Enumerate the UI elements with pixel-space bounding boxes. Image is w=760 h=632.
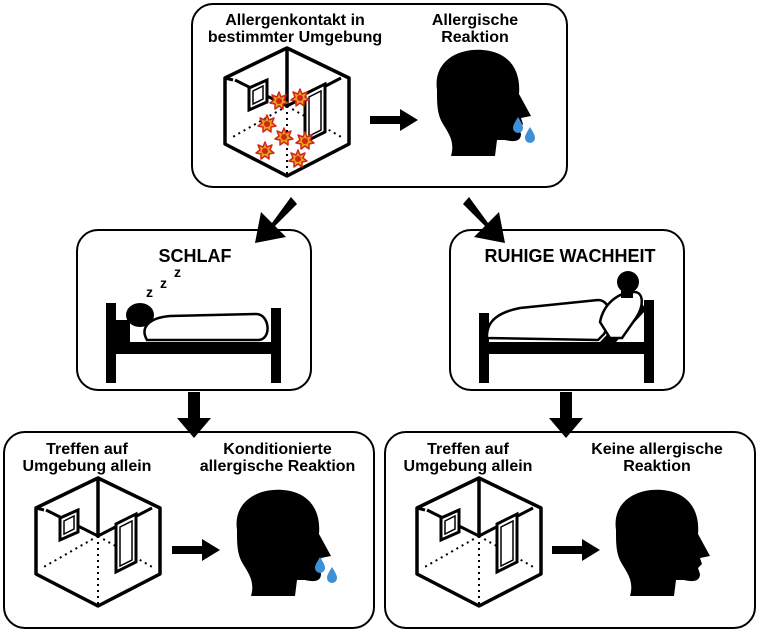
top-right-caption: Allergische Reaktion xyxy=(431,12,519,46)
head-icon xyxy=(236,489,331,596)
room-icon xyxy=(223,46,351,178)
awake-title: RUHIGE WACHHEIT xyxy=(484,246,656,266)
sleep-title: SCHLAF xyxy=(158,246,232,266)
top-left-caption: Allergenkontakt in bestimmter Umgebung xyxy=(207,12,383,46)
arrow-icon xyxy=(552,539,600,561)
head-icon xyxy=(615,489,710,596)
zzz-text: z xyxy=(146,284,153,300)
bed-icon xyxy=(106,303,281,383)
zzz-text: z xyxy=(160,275,167,291)
bottom-right-left-caption: Treffen auf Umgebung allein xyxy=(403,441,533,475)
room-icon xyxy=(415,476,543,608)
arrow-icon xyxy=(172,539,220,561)
bottom-left-left-caption: Treffen auf Umgebung allein xyxy=(22,441,152,475)
arrow-icon xyxy=(255,197,297,243)
head-icon xyxy=(436,49,531,156)
bottom-left-right-caption: Konditionierte allergische Reaktion xyxy=(199,441,356,475)
bed-icon xyxy=(479,271,654,383)
arrow-icon xyxy=(177,392,211,438)
arrow-icon xyxy=(463,197,505,243)
zzz-text: z xyxy=(174,264,181,280)
bottom-right-right-caption: Keine allergische Reaktion xyxy=(591,441,723,475)
room-icon xyxy=(34,476,162,608)
arrow-icon xyxy=(549,392,583,438)
arrow-icon xyxy=(370,109,418,131)
